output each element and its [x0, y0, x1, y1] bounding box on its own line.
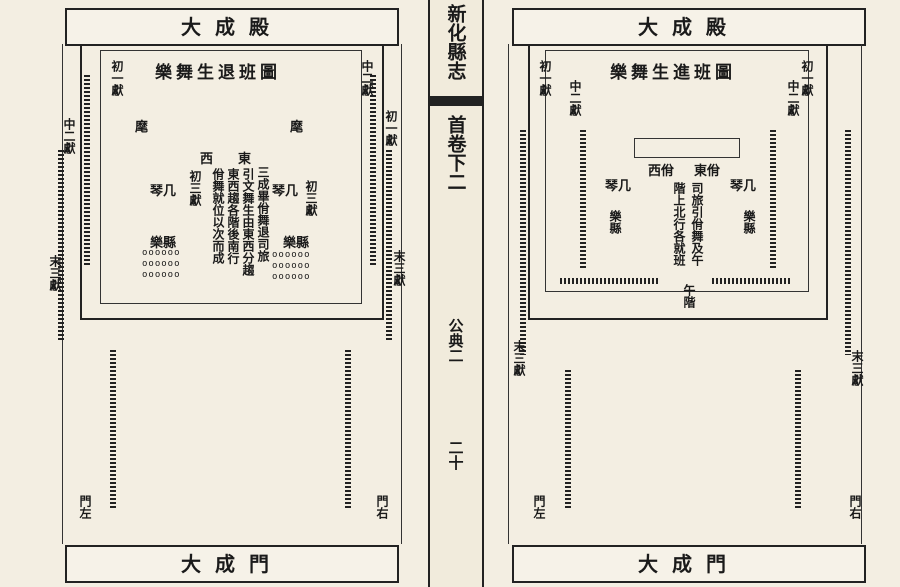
fish-tail-mark: [430, 96, 482, 106]
label: 初一獻: [538, 60, 552, 96]
left-gate-dacheng: 大成門: [65, 545, 399, 583]
label: 末三獻: [850, 350, 864, 386]
label: 門左: [78, 495, 92, 519]
right-diagram-title: 樂舞生進班圖: [610, 63, 736, 83]
label: 門右: [848, 495, 862, 519]
note: 三成畢佾舞退司旅: [256, 166, 270, 262]
volume-label: 首卷下二: [444, 115, 467, 191]
label: 樂縣: [742, 210, 756, 234]
page-number: 二十: [446, 440, 465, 470]
label: 末三獻: [392, 250, 406, 286]
label: 琴几: [730, 179, 757, 194]
lower-row-left: [110, 350, 116, 510]
note: 司旅引佾舞及午: [690, 182, 704, 266]
right-gate-dacheng: 大成門: [512, 545, 866, 583]
dancer-row-right: [845, 130, 851, 355]
label: 初三獻: [188, 170, 202, 206]
terrace-outer-border: [528, 44, 828, 320]
lower-row-right: [345, 350, 351, 510]
musician-row-left: [580, 130, 586, 270]
label: 門右: [375, 495, 389, 519]
label: 琴几: [272, 184, 299, 199]
label: 東佾: [694, 164, 721, 179]
terrace-outer-border: [80, 44, 384, 320]
terrace-inner-border: [545, 50, 809, 292]
label: 中二獻: [360, 60, 374, 96]
dancer-row-left: [520, 130, 526, 355]
musician-row-left: [84, 75, 90, 265]
label: 西佾: [648, 164, 675, 179]
label: 東: [238, 152, 252, 167]
right-hall-dacheng: 大成殿: [512, 8, 866, 46]
label: 門左: [532, 495, 546, 519]
label: 樂縣: [608, 210, 622, 234]
lower-row-right: [795, 370, 801, 510]
dancer-row-right: [386, 150, 392, 340]
note: 佾舞就位以次而成: [211, 168, 225, 264]
musician-row-right: [370, 75, 376, 265]
label: 麾: [290, 120, 304, 135]
lower-row-left: [565, 370, 571, 510]
terrace-inner-border: [100, 50, 362, 304]
label: 中二獻: [786, 80, 800, 116]
dancer-row-left: [58, 150, 64, 340]
label: 中二獻: [62, 118, 76, 154]
label: 初三獻: [304, 180, 318, 216]
label: 初一獻: [110, 60, 124, 96]
label: 末三獻: [512, 340, 526, 376]
label: 午階: [682, 284, 696, 308]
note: 階上北行各就班: [672, 182, 686, 266]
label: 樂縣: [283, 236, 310, 251]
outer-courtyard-wall: [508, 44, 862, 544]
label: 樂縣: [150, 236, 177, 251]
note: 東西趨各階後南行: [226, 168, 240, 264]
label: 西: [200, 152, 214, 167]
altar-table: [634, 138, 740, 158]
musician-row-right: [770, 130, 776, 270]
label: 中二獻: [568, 80, 582, 116]
label: 初一獻: [800, 60, 814, 96]
book-spine: 新化縣志 首卷下二 公典二 二十: [428, 0, 484, 587]
section-label: 公典二: [446, 318, 465, 363]
front-row-left: [560, 278, 660, 284]
label: 末三獻: [48, 255, 62, 291]
label: 琴几: [605, 179, 632, 194]
front-row-right: [712, 278, 790, 284]
left-hall-dacheng: 大成殿: [65, 8, 399, 46]
book-title: 新化縣志: [444, 4, 467, 80]
label: 琴几: [150, 184, 177, 199]
note: 引文舞生由東西分趨: [241, 168, 255, 276]
left-diagram-title: 樂舞生退班圖: [155, 63, 281, 83]
label: 初一獻: [384, 110, 398, 146]
label: 麾: [135, 120, 149, 135]
